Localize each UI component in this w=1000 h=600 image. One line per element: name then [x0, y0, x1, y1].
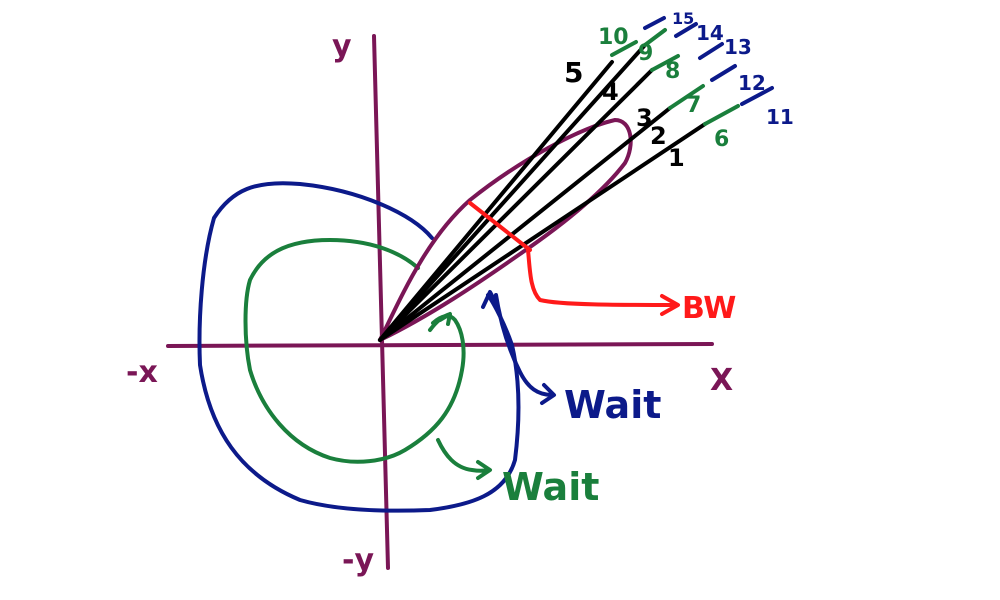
blue-label-12: 12: [738, 71, 766, 95]
green-label-8: 8: [665, 59, 680, 84]
green-label-9: 9: [638, 41, 653, 66]
blue-segment-11: [740, 86, 774, 106]
beam-line-5: [378, 60, 614, 342]
green-segment-8: [650, 54, 680, 72]
green-inner-contour: [243, 238, 466, 464]
bw-arrow: [526, 248, 680, 316]
neg-y-axis-label: -y: [342, 543, 374, 578]
blue-wait-arrow: [481, 290, 556, 405]
y-axis-line: [372, 34, 390, 570]
y-axis-label: y: [332, 29, 352, 64]
blue-label-15: 15: [672, 9, 694, 28]
blue-segment-13: [698, 42, 724, 60]
beam-line-2: [378, 106, 672, 342]
beam-label-2: 2: [650, 122, 667, 150]
blue-outer-contour: [197, 181, 521, 513]
blue-segment-12: [710, 64, 737, 82]
x-axis-label: X: [710, 363, 733, 398]
green-label-7: 7: [686, 93, 701, 118]
green-segment-6: [703, 104, 740, 126]
x-axis-line: [166, 342, 714, 348]
beam-label-4: 4: [602, 78, 619, 106]
green-mini-arrow: [428, 312, 452, 332]
wait-label-blue: Wait: [564, 383, 661, 427]
beam-label-1: 1: [668, 144, 685, 172]
green-segment-7: [668, 84, 705, 110]
blue-label-14: 14: [696, 21, 724, 45]
beam-label-5: 5: [564, 56, 583, 89]
blue-label-13: 13: [724, 35, 752, 59]
blue-segment-15: [643, 16, 666, 30]
main-lobe: [378, 118, 633, 342]
neg-x-axis-label: -x: [126, 355, 158, 390]
green-label-10: 10: [598, 25, 629, 50]
blue-segment-14: [674, 22, 698, 38]
wait-label-green: Wait: [502, 465, 599, 509]
beam-line-1: [378, 122, 707, 342]
green-segment-9: [643, 28, 667, 47]
green-wait-arrow: [436, 438, 492, 480]
green-label-6: 6: [714, 127, 729, 152]
beam-line-3: [378, 68, 654, 342]
green-segment-10: [610, 40, 638, 57]
bw-label: BW: [682, 291, 736, 326]
beam-label-3: 3: [636, 104, 653, 132]
blue-label-11: 11: [766, 105, 794, 129]
beam-line-4: [378, 43, 647, 342]
bw-marker-line: [468, 201, 532, 252]
